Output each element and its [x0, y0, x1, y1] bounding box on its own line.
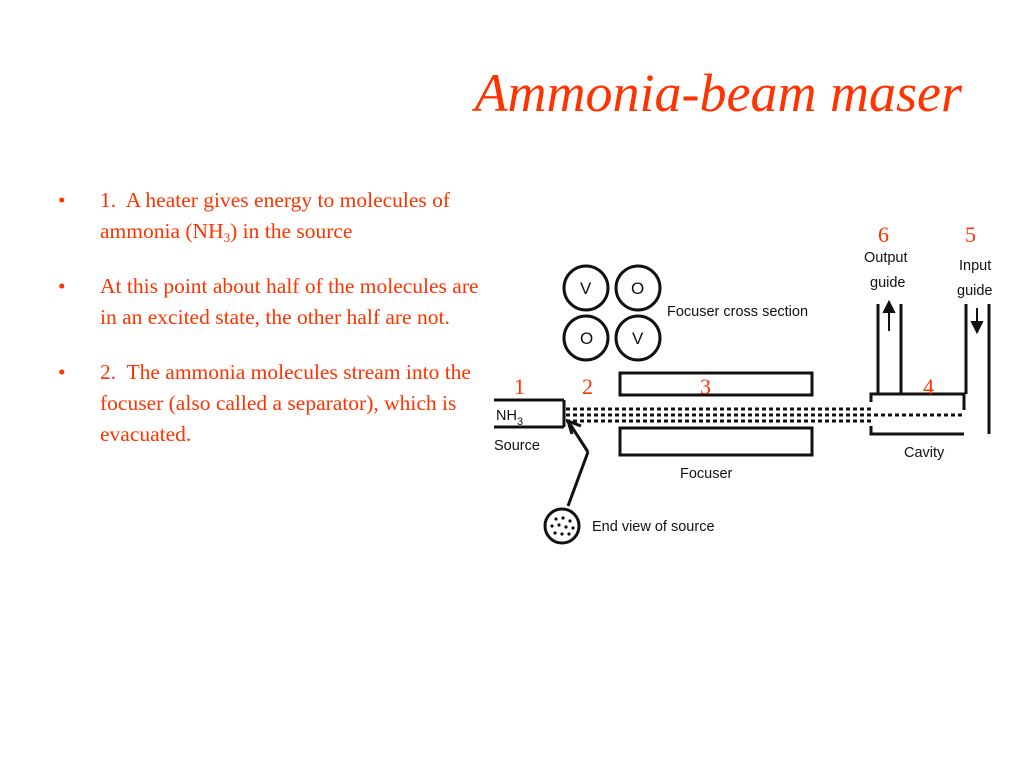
cavity-bottom: [869, 426, 964, 436]
bullet-dot: •: [58, 274, 66, 298]
focuser-lower-plate: [618, 426, 814, 457]
step-number-2: 2: [582, 374, 593, 399]
cross-section-letter: O: [631, 279, 644, 298]
cavity-label: Cavity: [904, 445, 945, 461]
end-view-label: End view of source: [592, 519, 715, 535]
cross-section-letter: V: [580, 279, 592, 298]
step-number-3: 3: [700, 374, 711, 399]
cavity-top: [869, 392, 966, 402]
cross-section-circle: [562, 264, 610, 312]
bullet-text: 2. The ammonia molecules stream into the…: [100, 360, 471, 446]
output-guide-label: guide: [870, 275, 905, 291]
bullet-item: • 2. The ammonia molecules stream into t…: [58, 357, 488, 450]
cross-section-circle: [562, 314, 610, 362]
step-number-1: 1: [514, 374, 525, 399]
step-number-6: 6: [878, 222, 889, 247]
bullet-item: • 1. A heater gives energy to molecules …: [58, 185, 488, 247]
step-number-5: 5: [965, 222, 976, 247]
bullet-dot: •: [58, 188, 66, 212]
cross-section-letter: O: [580, 329, 593, 348]
input-guide-label: guide: [957, 283, 992, 299]
cross-section-circle: [614, 264, 662, 312]
bullet-list: • 1. A heater gives energy to molecules …: [58, 185, 488, 474]
source-label: Source: [494, 438, 540, 454]
nh3-label: NH3: [496, 408, 523, 428]
step-number-4: 4: [923, 374, 934, 399]
bullet-text: At this point about half of the molecule…: [100, 274, 479, 329]
bullet-text: 1. A heater gives energy to molecules of…: [100, 188, 451, 245]
bullet-dot: •: [58, 360, 66, 384]
input-arrow-icon: [970, 308, 984, 335]
focuser-label: Focuser: [680, 466, 733, 482]
end-view-dots: [550, 516, 575, 536]
molecular-beam: [566, 407, 964, 423]
focuser-upper-plate: [618, 371, 814, 397]
output-arrow-icon: [882, 299, 896, 331]
cross-section-letter: V: [632, 329, 644, 348]
bullet-item: • At this point about half of the molecu…: [58, 271, 488, 333]
maser-diagram: V O O V Output guide Input guide Focuser…: [494, 222, 992, 545]
focuser-cross-section-label: Focuser cross section: [667, 304, 808, 320]
source-pointer: [566, 420, 590, 453]
end-view-pointer: [566, 451, 590, 507]
end-view-source-icon: [543, 507, 581, 545]
slide-title: Ammonia-beam maser: [474, 63, 962, 123]
output-guide-label: Output: [864, 250, 908, 266]
input-guide-label: Input: [959, 258, 991, 274]
cross-section-circle: [614, 314, 662, 362]
